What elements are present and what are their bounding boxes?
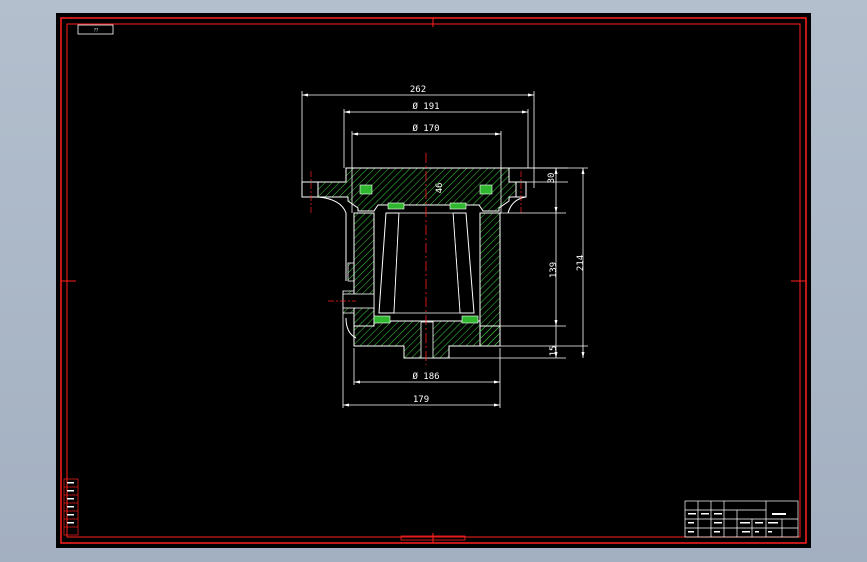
seal-mid-right [449,202,467,210]
svg-text:??: ?? [94,28,98,33]
revision-strip [63,478,79,536]
dim-dia-170: Ø 170 [412,123,439,134]
seal-bottom-left [373,315,391,324]
flange-section [301,167,527,212]
dim-15: 15 [549,346,559,357]
seal-top-left [359,184,373,195]
seal-bottom-right [461,315,479,324]
seal-top-right [479,184,493,195]
sheet-tag: ?? [77,24,114,35]
drawing-canvas[interactable]: ?? [56,13,811,548]
part-section-view[interactable] [301,153,527,365]
dimensions [301,91,588,408]
dim-139: 139 [549,262,559,278]
left-wall-section [353,212,375,327]
dim-214: 214 [576,255,586,271]
seal-mid-left [387,202,405,210]
dim-dia-186: Ø 186 [412,371,439,382]
dim-179: 179 [413,395,429,405]
dim-46: 46 [435,183,445,194]
drawing-sheet: ?? [56,13,811,548]
dim-dia-191: Ø 191 [412,101,439,112]
title-block [684,500,799,538]
dim-30: 30 [547,173,557,184]
dim-262: 262 [410,85,426,95]
